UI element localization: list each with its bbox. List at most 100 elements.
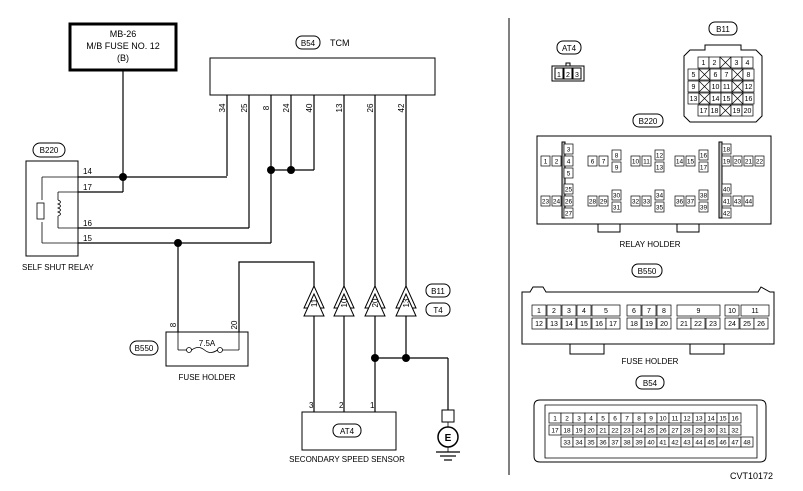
b550-pin-16: 16	[595, 321, 603, 328]
b54-pin-18: 18	[563, 428, 571, 435]
b11-badge	[425, 283, 451, 298]
b220-pin-20: 20	[734, 159, 742, 166]
b220-pin-38-cell	[698, 189, 709, 201]
blank-cavity	[719, 104, 732, 117]
b550-pin-26: 26	[757, 321, 765, 328]
b220-pin-41: 41	[723, 199, 731, 206]
b11-pin-6: 6	[714, 72, 718, 79]
b220-pin-7-cell	[598, 155, 609, 167]
mb-fuse-line3: (B)	[117, 53, 129, 63]
b54-pin-23: 23	[623, 428, 631, 435]
b54-pin-4: 4	[589, 416, 593, 423]
b11-pin-15: 15	[723, 96, 731, 103]
b54-pin-39: 39	[635, 440, 643, 447]
b550-pin-6: 6	[632, 308, 636, 315]
b220-pin-33-cell	[641, 195, 652, 207]
b54-pin-43: 43	[683, 440, 691, 447]
b11-pin-12: 12	[745, 84, 753, 91]
b220-pin-36: 36	[676, 199, 684, 206]
b220-pin-37-cell	[685, 195, 696, 207]
sensor-id-badge	[332, 423, 362, 438]
b11-pin-8: 8	[747, 72, 751, 79]
b550-pin-14-cell	[561, 317, 577, 330]
b550-pin-11: 11	[751, 308, 758, 315]
diagram-code: CVT10172	[730, 471, 773, 481]
tcm-pin-13: 13	[335, 103, 344, 112]
b550-pin-14: 14	[565, 321, 573, 328]
b11-pin-9: 9	[692, 84, 696, 91]
b220-pin-34-cell	[654, 189, 665, 201]
b550-pin-4: 4	[582, 308, 586, 315]
b220-pin-26-cell	[563, 195, 574, 207]
view-b11-id: B11	[716, 25, 730, 34]
b550-pin-10: 10	[728, 308, 736, 315]
b220-pin-16: 16	[700, 153, 708, 160]
b550-pin-26-cell	[753, 317, 769, 330]
b54-pin-44: 44	[695, 440, 703, 447]
sensor-pin-2: 2	[339, 401, 344, 410]
b11-pin-17: 17	[700, 108, 708, 115]
b54-pin-15: 15	[719, 416, 727, 423]
b11-pin-11: 11	[723, 84, 730, 91]
relay-pin-15: 15	[83, 234, 92, 243]
b550-pin-7-cell	[641, 304, 657, 317]
b54-pin-11: 11	[672, 416, 679, 423]
b220-pin-38: 38	[700, 193, 708, 200]
b550-pin-13-cell	[546, 317, 562, 330]
b11-pin-16: 16	[745, 96, 753, 103]
b220-pin-8: 8	[615, 153, 619, 160]
b220-pin-19: 19	[723, 159, 731, 166]
b54-pin-45: 45	[707, 440, 715, 447]
relay-pin-17: 17	[83, 183, 92, 192]
b11-pin-3: 3	[735, 60, 739, 67]
b54-pin-16-cell	[728, 412, 742, 424]
b220-pin-14: 14	[676, 159, 684, 166]
view-at4-id: AT4	[562, 44, 577, 53]
b11-pin-13: 13	[690, 96, 698, 103]
fuse-pin-20: 20	[230, 320, 239, 329]
b550-pin-22: 22	[694, 321, 702, 328]
b11-pin-5: 5	[692, 72, 696, 79]
b11-pin-16-cell	[742, 92, 755, 105]
b220-pin-30: 30	[613, 193, 621, 200]
b54-pin-40: 40	[647, 440, 655, 447]
tcm-pin-26: 26	[366, 103, 375, 112]
b11-pin-20-cell	[741, 104, 754, 117]
b220-pin-43: 43	[734, 199, 742, 206]
tcm-box: B54 TCM	[209, 35, 436, 96]
b220-pin-12-cell	[654, 149, 665, 161]
tcm-pin-40: 40	[305, 103, 314, 112]
b220-pin-20-cell	[732, 155, 743, 167]
connector-pin-10: 10	[340, 298, 349, 307]
b220-pin-10: 10	[632, 159, 640, 166]
b220-pin-7: 7	[602, 159, 606, 166]
b54-pin-19: 19	[575, 428, 583, 435]
blank-cavity	[698, 80, 711, 93]
b54-pin-46: 46	[719, 440, 727, 447]
b220-pin-35: 35	[656, 205, 664, 212]
b550-pin-7: 7	[647, 308, 651, 315]
b220-pin-13: 13	[656, 165, 664, 172]
b220-pin-33: 33	[643, 199, 651, 206]
b54-pin-22: 22	[611, 428, 619, 435]
b550-pin-13: 13	[550, 321, 558, 328]
b550-pin-15-cell	[576, 317, 592, 330]
b220-pin-42-cell	[721, 207, 732, 219]
b550-pin-1: 1	[537, 308, 541, 315]
tcm-wires	[226, 95, 407, 288]
view-b220-label: RELAY HOLDER	[619, 240, 680, 249]
b11-pin-1: 1	[702, 60, 706, 67]
b11-pin-4: 4	[746, 60, 750, 67]
b220-pin-23: 23	[542, 199, 550, 206]
b220-pin-5-cell	[563, 167, 574, 179]
b54-pin-7: 7	[625, 416, 629, 423]
b220-pin-21: 21	[745, 159, 753, 166]
tcm-id-badge	[295, 35, 321, 50]
b54-pin-5: 5	[601, 416, 605, 423]
b220-pin-24-cell	[551, 195, 562, 207]
b550-pin-24-cell	[724, 317, 740, 330]
b54-pin-27: 27	[671, 428, 679, 435]
b54-pin-37: 37	[611, 440, 619, 447]
